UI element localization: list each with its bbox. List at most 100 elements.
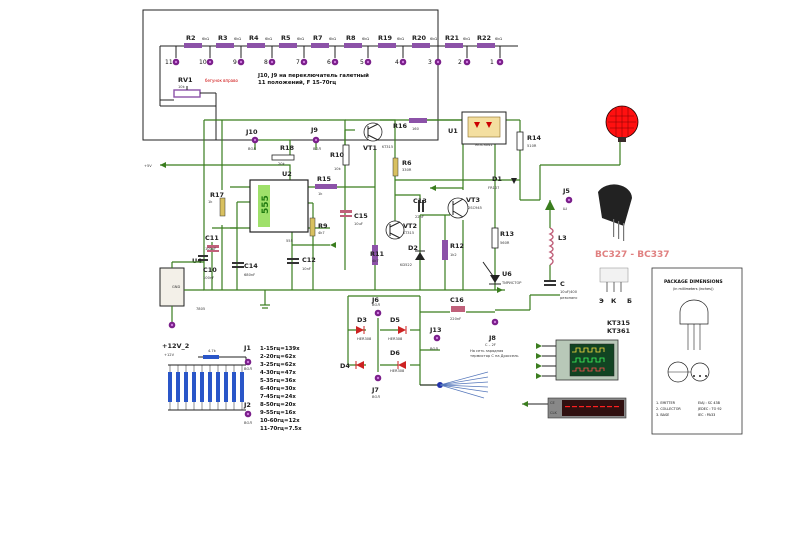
r12-label: R12 (450, 242, 464, 250)
resistor-r16 (409, 118, 427, 123)
r14-value: 510R (527, 144, 537, 148)
switch-terminal[interactable] (496, 58, 504, 66)
switch-terminal[interactable] (331, 58, 339, 66)
r21-value: 6kΩ (463, 37, 470, 41)
vin-sub: +12V (164, 353, 175, 357)
d2-type: KD522 (400, 263, 412, 267)
diode-d5 (398, 326, 406, 334)
j6-sub: ВОЛ (372, 303, 380, 307)
r20-value: 6kΩ (430, 37, 437, 41)
j2-label: J2 (243, 401, 251, 409)
switch-terminal[interactable] (434, 58, 442, 66)
freq-row-3: 3-25гц=62x (260, 362, 296, 368)
pin-b: Б (627, 297, 632, 305)
c16-value: 220nF (450, 317, 461, 321)
r15-value: 1k (318, 192, 323, 196)
r8-label: R8 (346, 34, 356, 42)
r5-label: R5 (281, 34, 291, 42)
r11-value: 4k7 (372, 259, 379, 263)
j7-terminal[interactable] (374, 374, 382, 382)
capacitor-c (544, 280, 556, 282)
j9-terminal[interactable] (312, 136, 320, 144)
switch-terminal[interactable] (300, 58, 308, 66)
r12-value: 1k2 (450, 253, 457, 257)
r2-label: R2 (186, 34, 196, 42)
r6-label: R6 (402, 159, 412, 167)
j10-sub: ВОЛ (248, 147, 256, 151)
switch-terminal[interactable] (237, 58, 245, 66)
resistor-r21 (445, 43, 463, 48)
pkg-subtitle: (in millimeters (inches)) (673, 287, 714, 291)
oscilloscope[interactable] (536, 339, 619, 381)
d6-type: HER308 (390, 369, 405, 373)
switch-terminal[interactable] (364, 58, 372, 66)
capacitor-c12 (287, 258, 299, 260)
pkg-pin-1: 1. EMITTER (656, 401, 676, 405)
r16-value: 160 (412, 127, 420, 131)
switch-number: 2 (458, 59, 462, 66)
resistor-r9 (309, 217, 316, 237)
c14-label: C14 (244, 262, 258, 270)
output-section: J5 Ш L3 C 10uF/400 резонанс (495, 105, 639, 311)
j10-terminal[interactable] (251, 136, 259, 144)
rv1-label: RV1 (178, 76, 193, 84)
c10-label: C10 (203, 266, 217, 274)
capacitor-c13 (418, 200, 420, 212)
transistor-vt3 (447, 197, 469, 219)
transistor-vt1 (363, 122, 383, 142)
j2-terminal[interactable] (244, 410, 252, 418)
u4-name: 7805 (196, 307, 205, 311)
pkg-pin-2: 2. COLLECTOR (656, 407, 681, 411)
j13-terminal[interactable] (433, 334, 441, 342)
r10-value: 10k (334, 167, 342, 171)
switch-terminal[interactable] (206, 58, 214, 66)
freq-row-10: 10-60гц=12x (260, 418, 300, 424)
j5-label: J5 (562, 187, 570, 195)
vt1-label: VT1 (363, 144, 377, 152)
j9-sub: ВОЛ (313, 147, 321, 151)
switch-terminal[interactable] (399, 58, 407, 66)
r13-value: 560R (500, 241, 510, 245)
diode-d6 (398, 361, 406, 369)
switch-number: 8 (264, 59, 268, 66)
j2-sub: ВОЛ (244, 421, 252, 425)
inductor-l3 (548, 227, 554, 266)
switch-terminal[interactable] (268, 58, 276, 66)
u1-type: MOC3041 (475, 143, 493, 147)
j8-sub: C – 2F (485, 343, 496, 347)
j5-sub: Ш (563, 207, 567, 211)
vin-terminal[interactable] (168, 321, 176, 329)
rv1-note: бегунок вправо (205, 78, 238, 83)
j8-terminal[interactable] (491, 318, 499, 326)
switch-terminal[interactable] (172, 58, 180, 66)
r19-label: R19 (378, 34, 393, 42)
r4-label: R4 (249, 34, 259, 42)
switch-note-line2: 11 положений, F 15-70гц (258, 79, 336, 86)
counter-display (562, 400, 624, 416)
r9-value: 4k7 (318, 231, 325, 235)
u2-name: 555 (286, 239, 293, 243)
vt1-type: KT315 (382, 145, 393, 149)
j6-terminal[interactable] (374, 309, 382, 317)
switch-terminal[interactable] (463, 58, 471, 66)
j1-terminal[interactable] (244, 358, 252, 366)
resistor-r15 (315, 184, 337, 189)
optocoupler-u1 (467, 116, 501, 138)
d5-label: D5 (390, 316, 400, 324)
ic-u2-chip-face (258, 185, 270, 227)
j5-terminal[interactable] (565, 196, 573, 204)
frequency-counter[interactable]: CE CLK (522, 397, 627, 419)
switch-number: 5 (360, 59, 364, 66)
r22-value: 6kΩ (495, 37, 502, 41)
pkg-pin-3: 3. BASE (656, 413, 669, 417)
pin-k: К (611, 297, 617, 305)
switch-number: 4 (395, 59, 399, 66)
capacitor-c11 (207, 245, 219, 248)
d1-type: FR107 (488, 186, 499, 190)
j7-sub: ВОЛ (372, 395, 380, 399)
c13-value: 22nF (415, 215, 424, 219)
u2-chip-label: 555 (261, 195, 271, 214)
c10-value: 100nF (203, 276, 214, 280)
capacitor-c15 (340, 210, 352, 213)
r18-label: R18 (280, 144, 295, 152)
